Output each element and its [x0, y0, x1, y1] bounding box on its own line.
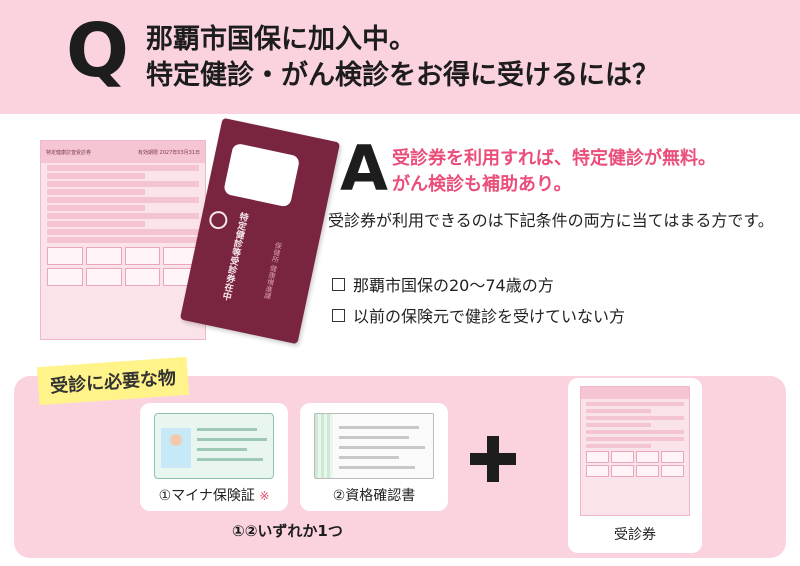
answer-highlight-2: がん検診も補助あり。 [392, 174, 572, 195]
asterisk-mark: ※ [259, 489, 270, 503]
envelope-window [222, 142, 301, 208]
my-number-card-label: ①マイナ保険証 ※ [140, 485, 288, 505]
question-line-2: 特定健診・がん検診をお得に受けるには？ [146, 60, 659, 91]
condition-text: 以前の保険元で健診を受けていない方 [353, 307, 626, 326]
envelope-sub-label: 保健所 健康増進課 [263, 241, 283, 301]
ticket-header-right: 有効期限 2027年03月31日 [137, 149, 200, 156]
answer-highlight: 受診券を利用すれば、特定健診が無料。 がん検診も補助あり。 [392, 146, 716, 198]
item1-text: ①マイナ保険証 [158, 488, 255, 504]
ticket-header-left: 特定健康診査受診券 [46, 149, 92, 156]
ticket-line [47, 189, 146, 195]
question-line-1: 那覇市国保に加入中。 [146, 24, 416, 55]
ticket-line [47, 237, 199, 243]
eligibility-certificate: ②資格確認書 [300, 403, 448, 511]
ticket-header: 特定健康診査受診券 有効期限 2027年03月31日 [41, 141, 205, 163]
ticket-illustration: 特定健康診査受診券 有効期限 2027年03月31日 [40, 140, 206, 340]
checkbox-icon [332, 308, 345, 322]
q-letter: Q [66, 8, 129, 94]
ticket-line [47, 229, 199, 235]
ticket-line [47, 213, 199, 219]
plus-icon [468, 434, 518, 484]
my-number-card: ①マイナ保険証 ※ [140, 403, 288, 511]
ticket-line [47, 205, 146, 211]
either-note: ①②いずれか1つ [232, 522, 343, 540]
my-number-card-image [154, 413, 274, 479]
answer-body: 受診券が利用できるのは下記条件の両方に当てはまる方です。 [328, 211, 774, 230]
certificate-image [314, 413, 434, 479]
envelope-seal-icon [207, 209, 230, 231]
ticket-line [47, 165, 199, 171]
checkbox-icon [332, 277, 345, 291]
item2-label: ②資格確認書 [332, 488, 416, 504]
ticket-line [47, 221, 146, 227]
condition-text: 那覇市国保の20～74歳の方 [353, 276, 554, 295]
item3-label: 受診券 [614, 527, 656, 543]
ticket-card: 受診券 [568, 378, 702, 553]
ticket-line [47, 181, 199, 187]
ticket-grid [47, 247, 199, 286]
question-text: 那覇市国保に加入中。 特定健診・がん検診をお得に受けるには？ [146, 22, 659, 94]
question-band: Q 那覇市国保に加入中。 特定健診・がん検診をお得に受けるには？ [0, 0, 800, 114]
ticket-line [47, 173, 146, 179]
portrait-icon [161, 428, 191, 468]
a-letter: A [340, 132, 388, 205]
condition-item: 那覇市国保の20～74歳の方 [332, 272, 554, 296]
condition-item: 以前の保険元で健診を受けていない方 [332, 303, 625, 327]
answer-highlight-1: 受診券を利用すれば、特定健診が無料。 [392, 148, 716, 169]
ticket-line [47, 197, 199, 203]
ticket-thumbnail [580, 386, 690, 516]
